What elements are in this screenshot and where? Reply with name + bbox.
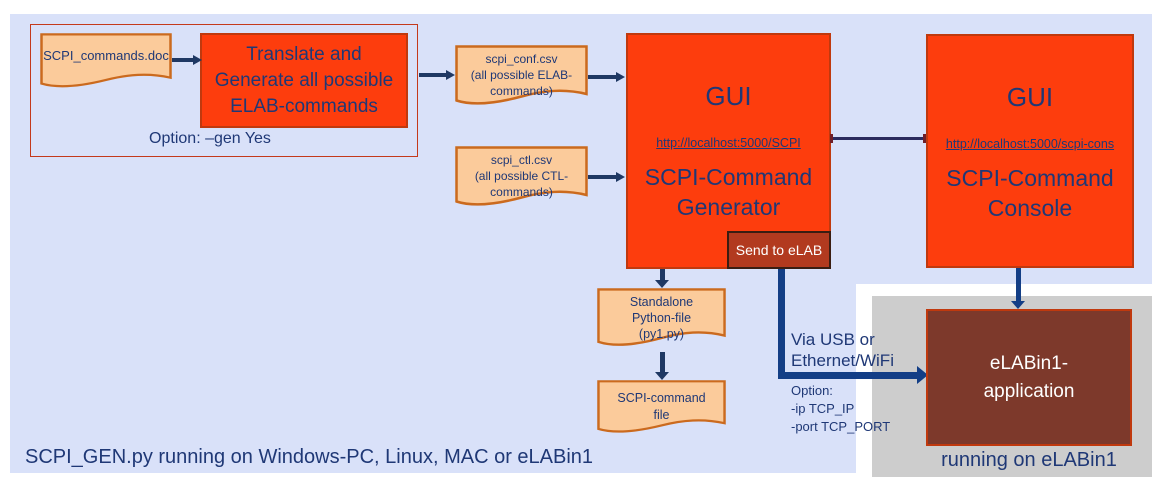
ctl-csv-doc: scpi_ctl.csv (all possible CTL- commands… bbox=[455, 146, 588, 214]
document-shape-icon bbox=[455, 146, 588, 206]
scpi-console-box: GUI http://localhost:5000/scpi-cons SCPI… bbox=[926, 34, 1134, 268]
command-file-label: SCPI-command file bbox=[617, 391, 706, 422]
transport-label: Via USB or Ethernet/WiFi bbox=[791, 330, 894, 370]
document-shape-icon bbox=[40, 33, 172, 88]
conf-csv-label: scpi_conf.csv (all possible ELAB- comman… bbox=[470, 52, 573, 98]
console-url-link[interactable]: http://localhost:5000/scpi-cons bbox=[945, 137, 1115, 151]
scpi-commands-doc: SCPI_commands.doc bbox=[40, 33, 172, 95]
python-file-doc: Standalone Python-file (py1.py) bbox=[597, 288, 726, 354]
transport-options-label: Option: -ip TCP_IP -port TCP_PORT bbox=[791, 383, 891, 434]
elab-caption: running on eLABin1 bbox=[941, 449, 1117, 471]
footer-caption: SCPI_GEN.py running on Windows-PC, Linux… bbox=[25, 446, 594, 468]
python-file-label: Standalone Python-file (py1.py) bbox=[629, 295, 694, 341]
document-shape-icon bbox=[455, 45, 588, 105]
generator-gui-label: GUI bbox=[705, 81, 752, 111]
document-shape-icon bbox=[597, 288, 726, 346]
conf-csv-doc: scpi_conf.csv (all possible ELAB- comman… bbox=[455, 45, 588, 113]
scpi-commands-doc-label: SCPI_commands.doc bbox=[43, 48, 169, 63]
document-shape-icon bbox=[597, 380, 726, 433]
option-gen-label: Option: –gen Yes bbox=[149, 130, 271, 147]
send-to-elab-button[interactable]: Send to eLAB bbox=[727, 231, 831, 269]
generator-title: SCPI-Command Generator bbox=[644, 164, 813, 220]
ctl-csv-label: scpi_ctl.csv (all possible CTL- commands… bbox=[474, 153, 569, 199]
generator-console-link-line bbox=[830, 134, 926, 143]
translate-process-box: Translate and Generate all possible ELAB… bbox=[200, 33, 408, 128]
generator-group-frame bbox=[30, 24, 418, 157]
console-title: SCPI-Command Console bbox=[946, 165, 1114, 221]
elab-application-box: eLABin1- application bbox=[926, 309, 1132, 446]
scpi-generator-box: GUI http://localhost:5000/SCPI SCPI-Comm… bbox=[626, 33, 831, 269]
command-file-doc: SCPI-command file bbox=[597, 380, 726, 440]
console-gui-label: GUI bbox=[1006, 82, 1054, 112]
generator-url-link[interactable]: http://localhost:5000/SCPI bbox=[656, 136, 801, 150]
